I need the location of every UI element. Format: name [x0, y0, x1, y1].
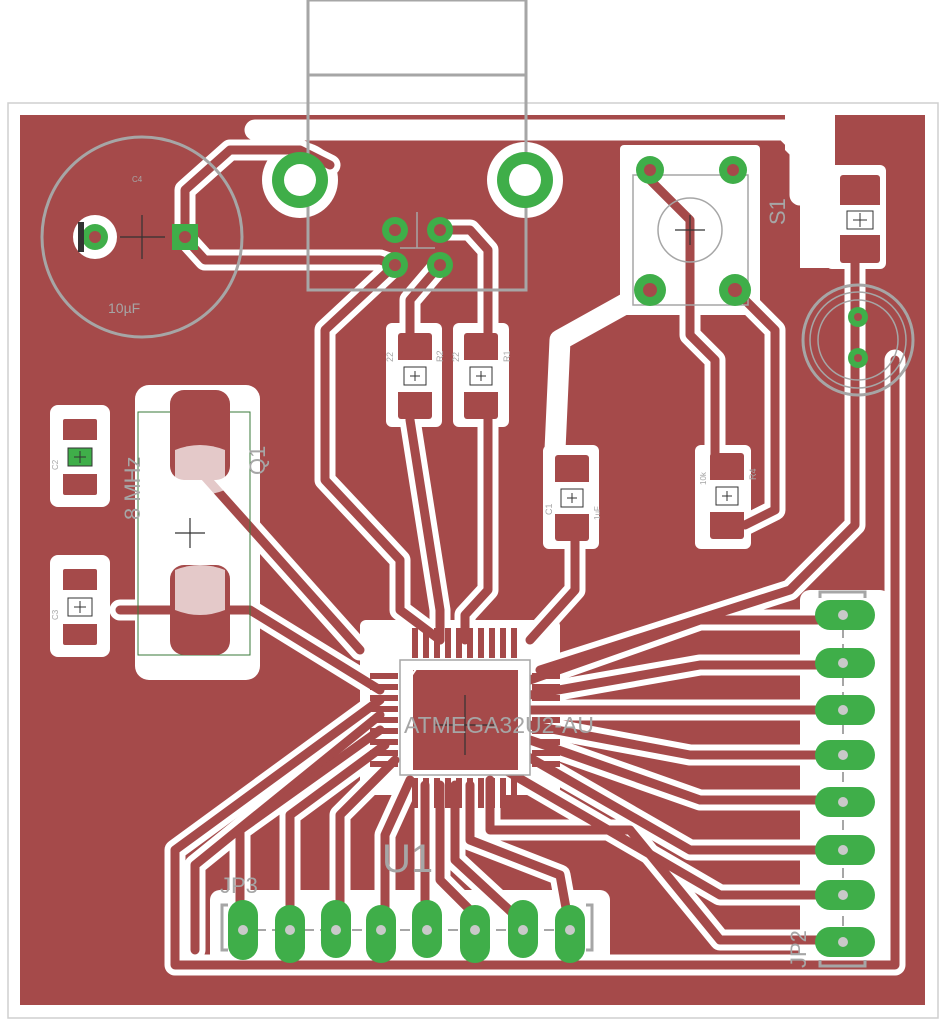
r2-value-label: 22 [385, 352, 395, 362]
header-jp3 [220, 900, 594, 963]
switch-ref-label: S1 [765, 198, 790, 225]
jp2-ref-label: JP2 [786, 930, 811, 968]
capacitor-c2 [61, 417, 99, 497]
ic-u1 [370, 628, 560, 808]
jp3-ref-label: JP3 [220, 873, 258, 898]
crystal-q1 [137, 390, 251, 656]
c1-value-label: 1uF [593, 506, 602, 520]
resistor-r4 [710, 453, 744, 539]
capacitor-c3 [61, 567, 99, 647]
r1-value-label: 22 [451, 352, 461, 362]
led-component [801, 175, 915, 397]
c2-ref-label: C2 [51, 459, 60, 470]
resistor-r2 [398, 333, 432, 419]
c3-ref-label: C3 [51, 609, 60, 620]
r4-value-label: 10k [699, 471, 708, 485]
header-jp2 [815, 590, 875, 968]
ic-ref-label: U1 [382, 837, 433, 881]
resistor-r1 [464, 333, 498, 419]
r1-ref-label: R1 [502, 350, 512, 362]
c4-value-label: 10µF [108, 300, 140, 316]
capacitor-c4 [40, 135, 244, 339]
capacitor-c1 [555, 455, 589, 541]
c1-ref-label: C1 [544, 503, 554, 515]
crystal-value-label: 8 MHz [120, 456, 145, 520]
r2-ref-label: R2 [435, 350, 445, 362]
switch-s1 [632, 156, 751, 306]
usb-pins [382, 212, 453, 278]
crystal-ref-label: Q1 [245, 446, 270, 475]
r4-ref-label: R4 [748, 468, 758, 480]
c4-ref-label: C4 [132, 175, 143, 184]
ic-part-label: ATMEGA32U2-AU [404, 712, 594, 738]
